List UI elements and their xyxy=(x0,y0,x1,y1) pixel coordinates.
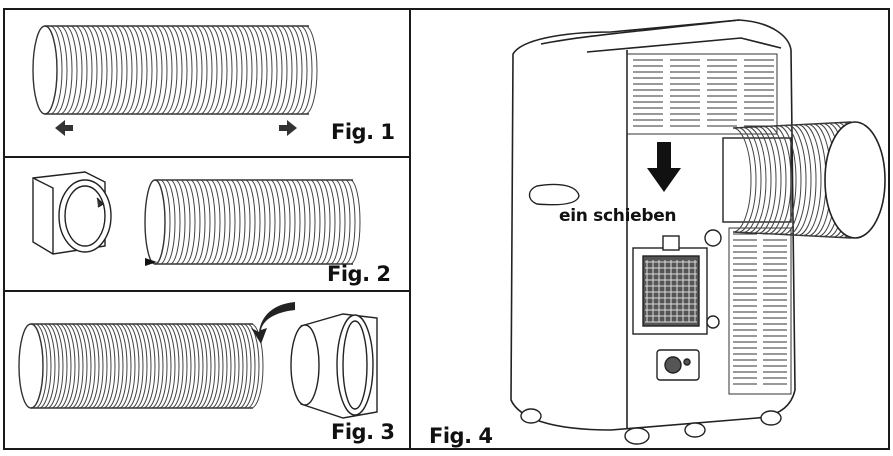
side-handle xyxy=(528,183,580,206)
right-arrow-icon xyxy=(279,120,297,136)
figure-label: Fig. 2 xyxy=(327,262,391,286)
curved-arrow-icon xyxy=(251,302,295,344)
flexible-hose xyxy=(144,179,361,265)
figure-panel-3: Fig. 3 xyxy=(3,290,411,450)
exhaust-hose xyxy=(722,121,886,239)
pointer-icon xyxy=(145,258,157,266)
window-adapter xyxy=(32,171,112,255)
air-filter xyxy=(632,229,722,335)
figure-label: Fig. 4 xyxy=(429,424,493,448)
wheels xyxy=(520,408,782,445)
figure-label: Fig. 3 xyxy=(331,420,395,444)
hose-and-nozzle-illustration xyxy=(18,302,378,419)
figure-panel-4: ein schieben Fig. 4 xyxy=(409,8,890,450)
hose-nozzle xyxy=(290,313,378,419)
insert-instruction-text: ein schieben xyxy=(559,206,677,226)
hose-extended-illustration xyxy=(32,25,318,136)
figure-panel-1: Fig. 1 xyxy=(3,8,411,158)
flexible-hose xyxy=(32,25,318,115)
ac-unit-body xyxy=(510,19,796,431)
figure-label: Fig. 1 xyxy=(331,120,395,144)
lower-air-grille xyxy=(728,227,792,395)
upper-air-grille xyxy=(626,53,778,135)
left-arrow-icon xyxy=(55,120,73,136)
drain-plug xyxy=(656,349,700,381)
down-arrow-icon xyxy=(647,142,681,192)
ac-unit-illustration xyxy=(510,19,886,445)
flexible-hose xyxy=(18,323,264,409)
figure-panel-2: Fig. 2 xyxy=(3,156,411,292)
adapter-and-hose-illustration xyxy=(32,171,361,266)
